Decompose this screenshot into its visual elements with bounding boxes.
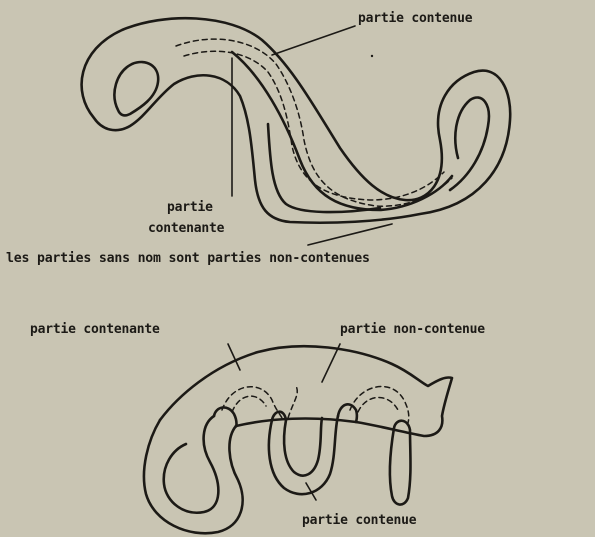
- label-partie-contenante-line2: contenante: [148, 222, 224, 235]
- figure2-left-loop-outer: [144, 420, 243, 533]
- figure1-s-band: [82, 18, 511, 223]
- figure2-leader-lines: [228, 344, 340, 500]
- figure2-left-loop-inner: [164, 416, 219, 513]
- label-partie-non-contenue: partie non-contenue: [340, 323, 485, 336]
- label-partie-contenante-bottom: partie contenante: [30, 323, 160, 336]
- figure1-contained-dashes: [176, 39, 452, 206]
- figure2-middle-u-inner: [284, 418, 322, 476]
- figure2-contained-dashes: [222, 386, 409, 428]
- figure2-middle-u-outer: [269, 416, 338, 494]
- label-partie-contenante-line1: partie: [167, 201, 213, 214]
- leader-non-contenues: [308, 224, 392, 245]
- leader-partie-contenante-2: [228, 344, 240, 370]
- figure1-outer-contour: [82, 18, 511, 223]
- figure2-shape: [144, 346, 452, 533]
- caption-parties-sans-nom: les parties sans nom sont parties non-co…: [6, 252, 370, 265]
- leader-partie-non-contenue: [322, 344, 340, 382]
- label-partie-contenue-top: partie contenue: [358, 12, 472, 25]
- figure1-band-inner-edge: [232, 52, 452, 210]
- label-partie-contenue-bottom: partie contenue: [302, 514, 416, 527]
- leader-partie-contenue-1: [272, 26, 355, 55]
- figure1-right-loop-inner: [450, 98, 489, 190]
